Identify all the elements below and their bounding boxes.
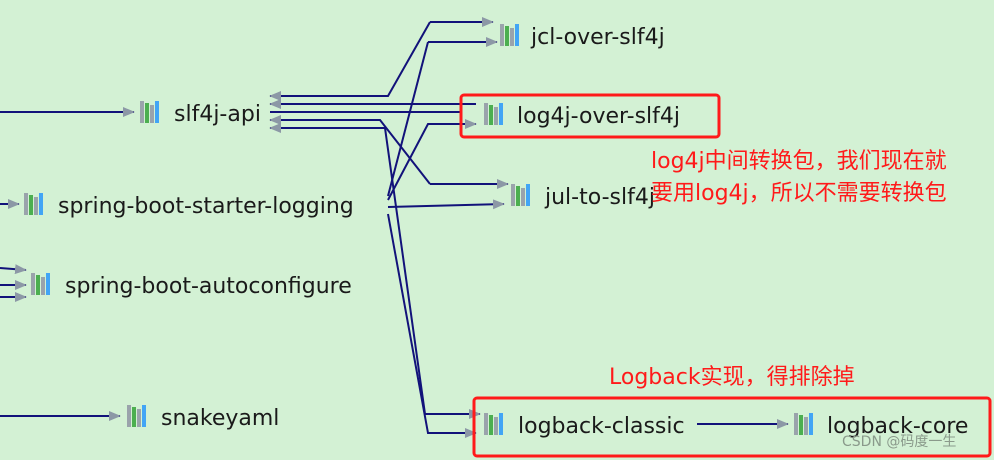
node-label: spring-boot-starter-logging bbox=[58, 194, 354, 219]
library-icon bbox=[484, 103, 503, 125]
edges bbox=[0, 17, 789, 438]
node-spring-boot-starter-logging[interactable]: spring-boot-starter-logging bbox=[24, 193, 354, 219]
node-label: slf4j-api bbox=[174, 102, 261, 127]
library-icon bbox=[500, 24, 519, 46]
edge-autoconfigure-incoming-1 bbox=[0, 264, 27, 275]
node-label: jul-to-slf4j bbox=[544, 185, 655, 210]
library-icon bbox=[794, 413, 813, 435]
node-jcl-over-slf4j[interactable]: jcl-over-slf4j bbox=[500, 24, 665, 50]
library-icon bbox=[24, 193, 43, 215]
edge-jul-to-slf4j-api bbox=[269, 115, 431, 185]
node-label: logback-classic bbox=[518, 414, 685, 439]
node-label: snakeyaml bbox=[161, 406, 279, 431]
watermark: CSDN @码度一生 bbox=[842, 434, 956, 450]
node-log4j-over-slf4j[interactable]: log4j-over-slf4j bbox=[484, 103, 680, 129]
annotation-logback: Logback实现，得排除掉 bbox=[609, 365, 855, 390]
highlight-box-log4j bbox=[459, 93, 721, 139]
edge-starter-to-classic bbox=[387, 213, 477, 438]
node-label: logback-core bbox=[827, 414, 968, 439]
edge-classic-to-slf4j-api bbox=[269, 123, 426, 415]
node-jul-to-slf4j[interactable]: jul-to-slf4j bbox=[511, 184, 655, 210]
edge-starter-to-jul bbox=[387, 199, 505, 210]
library-icon bbox=[140, 101, 159, 123]
node-label: jcl-over-slf4j bbox=[530, 25, 665, 50]
annotation-log4j-line1: log4j中间转换包，我们现在就 bbox=[651, 149, 947, 174]
edge-starter-to-jcl bbox=[387, 41, 429, 197]
node-label: log4j-over-slf4j bbox=[517, 104, 680, 129]
library-icon bbox=[511, 184, 530, 206]
library-icon bbox=[31, 273, 50, 295]
edge-jcl-to-slf4j-api bbox=[269, 21, 431, 101]
node-slf4j-api[interactable]: slf4j-api bbox=[140, 101, 261, 127]
node-snakeyaml[interactable]: snakeyaml bbox=[127, 405, 279, 431]
library-icon bbox=[484, 413, 503, 435]
node-spring-boot-autoconfigure[interactable]: spring-boot-autoconfigure bbox=[31, 273, 352, 299]
node-logback-core[interactable]: logback-core bbox=[794, 413, 968, 439]
highlight-box-logback bbox=[472, 396, 992, 458]
annotation-log4j-line2: 要用log4j，所以不需要转换包 bbox=[651, 181, 947, 206]
node-label: spring-boot-autoconfigure bbox=[65, 274, 352, 299]
library-icon bbox=[127, 405, 146, 427]
node-logback-classic[interactable]: logback-classic bbox=[484, 413, 685, 439]
